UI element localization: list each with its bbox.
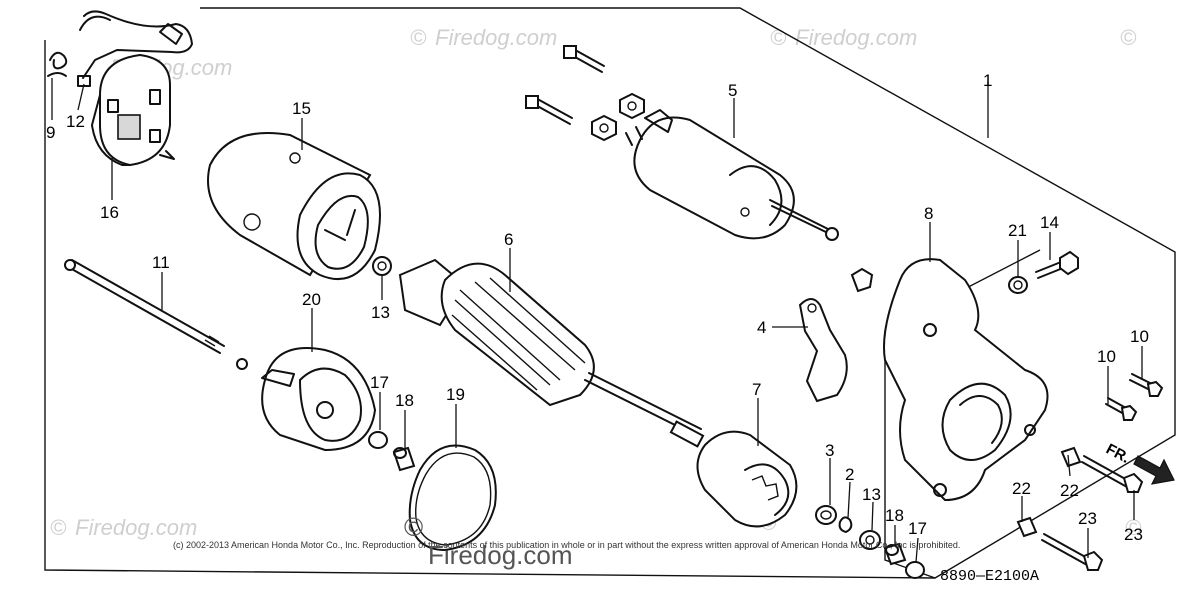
part-dowel-upper xyxy=(1060,446,1082,468)
front-arrow-icon xyxy=(1133,455,1175,485)
callout-3: 3 xyxy=(825,441,834,460)
drawing-code: 8890—E2100A xyxy=(940,568,1039,585)
part-stop-collar xyxy=(815,505,837,525)
part-bolts-10 xyxy=(1105,373,1164,421)
assembly-frame xyxy=(44,7,1176,579)
watermark-main-text: Firedog.com xyxy=(428,540,573,570)
part-washer-lower-hole xyxy=(865,535,875,545)
callout-9: 9 xyxy=(46,123,55,142)
watermark-text-2: Firedog.com xyxy=(795,25,917,50)
callout-10-lower: 10 xyxy=(1097,347,1116,366)
watermark-symbol-3: © xyxy=(1120,25,1137,50)
part-solenoid xyxy=(625,109,839,241)
watermark-symbol-4: © xyxy=(50,515,67,540)
part-stop-collar-hole xyxy=(820,510,832,520)
part-yoke-housing xyxy=(207,132,381,280)
watermark-main-symbol: © xyxy=(404,512,423,542)
callout-5: 5 xyxy=(728,81,737,100)
part-washer-upper-hole xyxy=(377,261,387,271)
part-washer-21 xyxy=(1008,276,1028,294)
part-bolt-23-lower xyxy=(1041,533,1104,571)
watermark-main: © Firedog.com xyxy=(404,512,573,570)
callout-14: 14 xyxy=(1040,213,1059,232)
part-cap-lower xyxy=(905,561,925,579)
part-clip xyxy=(850,267,874,293)
part-snap-ring xyxy=(838,516,853,533)
part-nuts-screws xyxy=(525,45,645,142)
callout-12: 12 xyxy=(66,112,85,131)
callout-21: 21 xyxy=(1008,221,1027,240)
watermark-symbol-1: © xyxy=(410,25,427,50)
watermark-symbol-2: © xyxy=(770,25,787,50)
callout-17-lower: 17 xyxy=(908,519,927,538)
callout-20: 20 xyxy=(302,290,321,309)
part-pinion-clutch xyxy=(696,430,798,528)
callout-23-right: 23 xyxy=(1124,525,1143,544)
part-armature xyxy=(398,258,705,448)
callout-17-left: 17 xyxy=(370,373,389,392)
callout-18-left: 18 xyxy=(395,391,414,410)
part-dowel-lower xyxy=(1016,516,1038,538)
part-bolt-23-upper xyxy=(1081,455,1144,493)
callout-7: 7 xyxy=(752,380,761,399)
callout-10-upper: 10 xyxy=(1130,327,1149,346)
part-washer-upper xyxy=(372,256,392,276)
callout-19: 19 xyxy=(446,385,465,404)
callout-11: 11 xyxy=(152,253,170,272)
part-shift-lever xyxy=(798,298,848,403)
callout-2: 2 xyxy=(845,465,854,484)
part-brush-plate xyxy=(91,53,175,167)
callout-23-lower: 23 xyxy=(1078,509,1097,528)
part-bushing-left xyxy=(392,446,416,472)
callout-13-lower: 13 xyxy=(862,485,881,504)
callout-18-lower: 18 xyxy=(885,506,904,525)
callout-8: 8 xyxy=(924,204,933,223)
callout-1: 1 xyxy=(983,71,992,90)
copyright-notice: (c) 2002-2013 American Honda Motor Co., … xyxy=(173,540,960,550)
part-washer-lower xyxy=(859,530,881,550)
part-o-ring xyxy=(408,444,497,551)
part-rear-cover xyxy=(236,347,377,452)
part-spring xyxy=(47,51,68,77)
part-through-bolt xyxy=(64,259,225,354)
watermark-symbol-6: © xyxy=(1125,515,1142,540)
callout-4: 4 xyxy=(757,318,766,337)
callout-22-right: 22 xyxy=(1060,481,1079,500)
part-bolt-14 xyxy=(1035,250,1079,279)
part-bushing-lower xyxy=(883,542,907,566)
watermark-text-1: Firedog.com xyxy=(435,25,557,50)
part-brush-wire-harness xyxy=(77,10,193,87)
callout-6: 6 xyxy=(504,230,513,249)
callout-13-upper: 13 xyxy=(371,303,390,322)
leader-lines xyxy=(51,78,1143,563)
watermark-text-4: Firedog.com xyxy=(75,515,197,540)
part-front-housing xyxy=(883,258,1049,502)
callout-labels: 1 2 3 4 5 6 7 8 9 10 10 11 12 13 13 14 1… xyxy=(46,71,1149,544)
callout-22-lower: 22 xyxy=(1012,479,1031,498)
callout-16: 16 xyxy=(100,203,119,222)
part-cap-left xyxy=(368,431,388,449)
callout-15: 15 xyxy=(292,99,311,118)
